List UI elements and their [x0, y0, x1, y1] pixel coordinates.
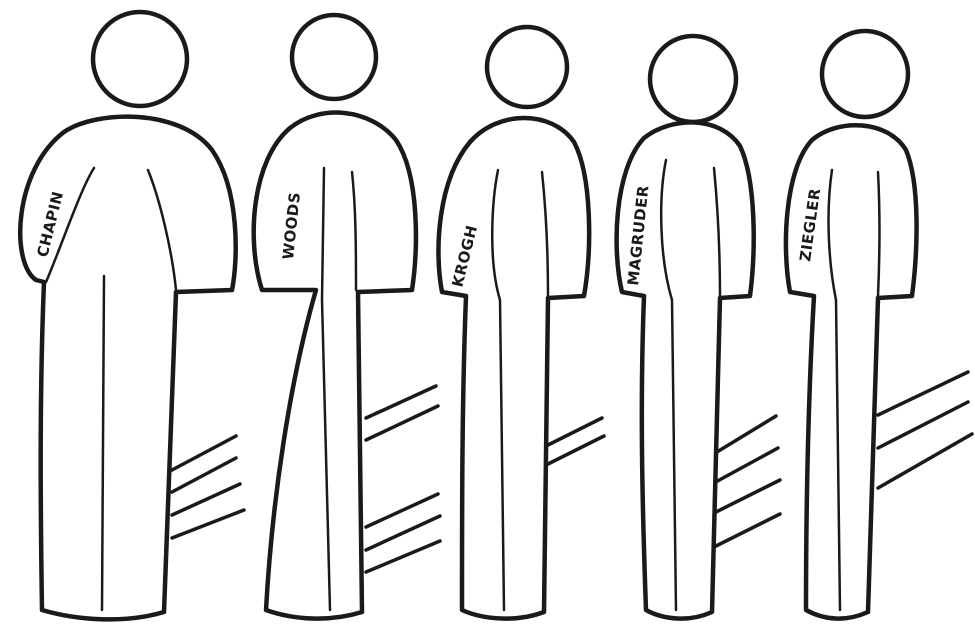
figure-body — [254, 113, 416, 619]
figure-head — [822, 31, 908, 117]
figure-chapin: CHAPIN — [20, 12, 235, 619]
figure-magruder: MAGRUDER — [617, 36, 754, 619]
motion-line — [712, 514, 780, 548]
figure-ziegler: ZIEGLER — [786, 31, 917, 619]
figure-head — [487, 27, 567, 107]
figure-woods: WOODS — [254, 15, 416, 619]
motion-line — [172, 484, 240, 515]
figure-body — [438, 118, 589, 619]
motion-line — [712, 416, 776, 455]
motion-line — [712, 448, 778, 484]
motion-line — [172, 510, 244, 538]
figure-head — [650, 36, 736, 122]
figure-head — [93, 12, 187, 106]
motion-line — [712, 480, 780, 514]
figure-head — [292, 15, 376, 99]
figure-crease — [878, 172, 880, 296]
motion-line — [366, 406, 438, 440]
figure-krogh: KROGH — [438, 27, 589, 619]
